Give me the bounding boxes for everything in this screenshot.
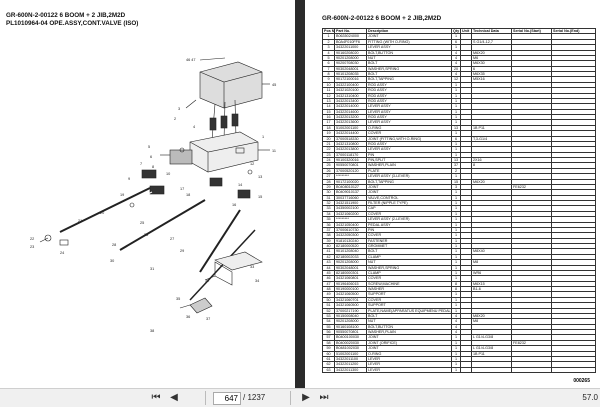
svg-text:16: 16	[232, 203, 236, 207]
svg-text:25: 25	[140, 221, 144, 225]
cell-description: LEVER	[366, 366, 452, 374]
svg-text:6: 6	[150, 155, 152, 159]
page-number: 000265	[573, 378, 590, 384]
first-page-icon[interactable]: ⏮	[151, 392, 161, 403]
svg-text:11: 11	[272, 149, 276, 153]
svg-text:1: 1	[262, 135, 264, 139]
svg-text:13: 13	[258, 175, 262, 179]
svg-text:22: 22	[30, 237, 34, 241]
svg-text:35: 35	[176, 297, 180, 301]
svg-text:23: 23	[30, 245, 34, 249]
svg-text:24: 24	[60, 251, 64, 255]
cell-pos: 63	[322, 366, 335, 374]
zoom-level[interactable]: 57.0	[582, 393, 598, 402]
svg-text:34: 34	[255, 279, 259, 283]
next-page-icon[interactable]: ▶	[302, 392, 310, 403]
svg-text:46 47: 46 47	[186, 58, 196, 62]
svg-text:36: 36	[186, 315, 190, 319]
svg-text:7: 7	[140, 162, 142, 166]
cell-serial-end	[551, 366, 596, 374]
cell-unit	[460, 366, 472, 374]
svg-text:45: 45	[272, 83, 276, 87]
cell-serial-start	[511, 366, 552, 374]
svg-text:21: 21	[78, 219, 82, 223]
svg-text:3: 3	[178, 107, 180, 111]
svg-text:27: 27	[170, 237, 174, 241]
svg-text:10: 10	[166, 172, 170, 176]
svg-text:4: 4	[193, 125, 195, 129]
toolbar-divider	[205, 391, 206, 405]
svg-text:9: 9	[128, 177, 130, 181]
svg-text:14: 14	[238, 183, 242, 187]
svg-text:20: 20	[100, 211, 104, 215]
last-page-icon[interactable]: ⏭	[319, 392, 329, 403]
svg-text:28: 28	[112, 243, 116, 247]
svg-text:19: 19	[120, 193, 124, 197]
table-row: 27*********LEVER ASSY (3-LEVER)1	[322, 173, 596, 180]
col-pos: Pos No.	[322, 27, 335, 35]
cell-description: PLATE,NAME(APPARATUS EQUIPMENU PEDAL)	[366, 307, 452, 314]
page-number-input[interactable]: 647	[213, 392, 241, 405]
svg-text:15: 15	[258, 195, 262, 199]
svg-text:5: 5	[148, 145, 150, 149]
svg-text:17: 17	[180, 187, 184, 191]
svg-text:8: 8	[152, 165, 154, 169]
diagram-title: GR-600N-2-00122 6 BOOM + 2 JIB,2M2D	[6, 12, 126, 19]
diagram-subtitle: PL1010964-04 OPE.ASSY,CONT.VALVE (ISO)	[6, 20, 139, 27]
col-qty: Qty	[451, 27, 461, 35]
toolbar-divider	[290, 391, 291, 405]
svg-text:37: 37	[206, 317, 210, 321]
viewer-toolbar: ⏮ ◀ 647 / 1237 ▶ ⏭ 57.0	[0, 388, 600, 407]
svg-text:38: 38	[150, 329, 154, 333]
right-document-page: GR-600N-2-00122 6 BOOM + 2 JIB,2M2D Pos …	[305, 0, 600, 388]
col-serial-end: Serial No.(End)	[551, 27, 596, 35]
svg-text:29: 29	[180, 249, 184, 253]
cell-qty: 1	[451, 366, 461, 374]
svg-text:33: 33	[250, 265, 254, 269]
left-document-page: GR-600N-2-00122 6 BOOM + 2 JIB,2M2D PL10…	[0, 0, 295, 388]
svg-text:2: 2	[174, 117, 176, 121]
svg-text:30: 30	[110, 259, 114, 263]
cell-part-no: 34322011300	[334, 366, 367, 374]
previous-page-icon[interactable]: ◀	[170, 392, 178, 403]
svg-text:32: 32	[205, 279, 209, 283]
table-header-row: Pos No. Part No. Description Qty Unit Te…	[322, 27, 596, 35]
svg-text:31: 31	[150, 267, 154, 271]
svg-text:12: 12	[250, 162, 254, 166]
parts-list-table: Pos No. Part No. Description Qty Unit Te…	[322, 27, 596, 374]
cell-technical-data	[471, 366, 512, 374]
parts-list-title: GR-600N-2-00122 6 BOOM + 2 JIB,2M2D	[322, 15, 442, 22]
page-total-label: / 1237	[243, 393, 266, 402]
exploded-parts-diagram: 46 47 45 3 2 4 5 6 7 8 9 10 1 11 12 13 1…	[30, 57, 276, 333]
svg-text:18: 18	[186, 193, 190, 197]
svg-text:26: 26	[144, 233, 148, 237]
